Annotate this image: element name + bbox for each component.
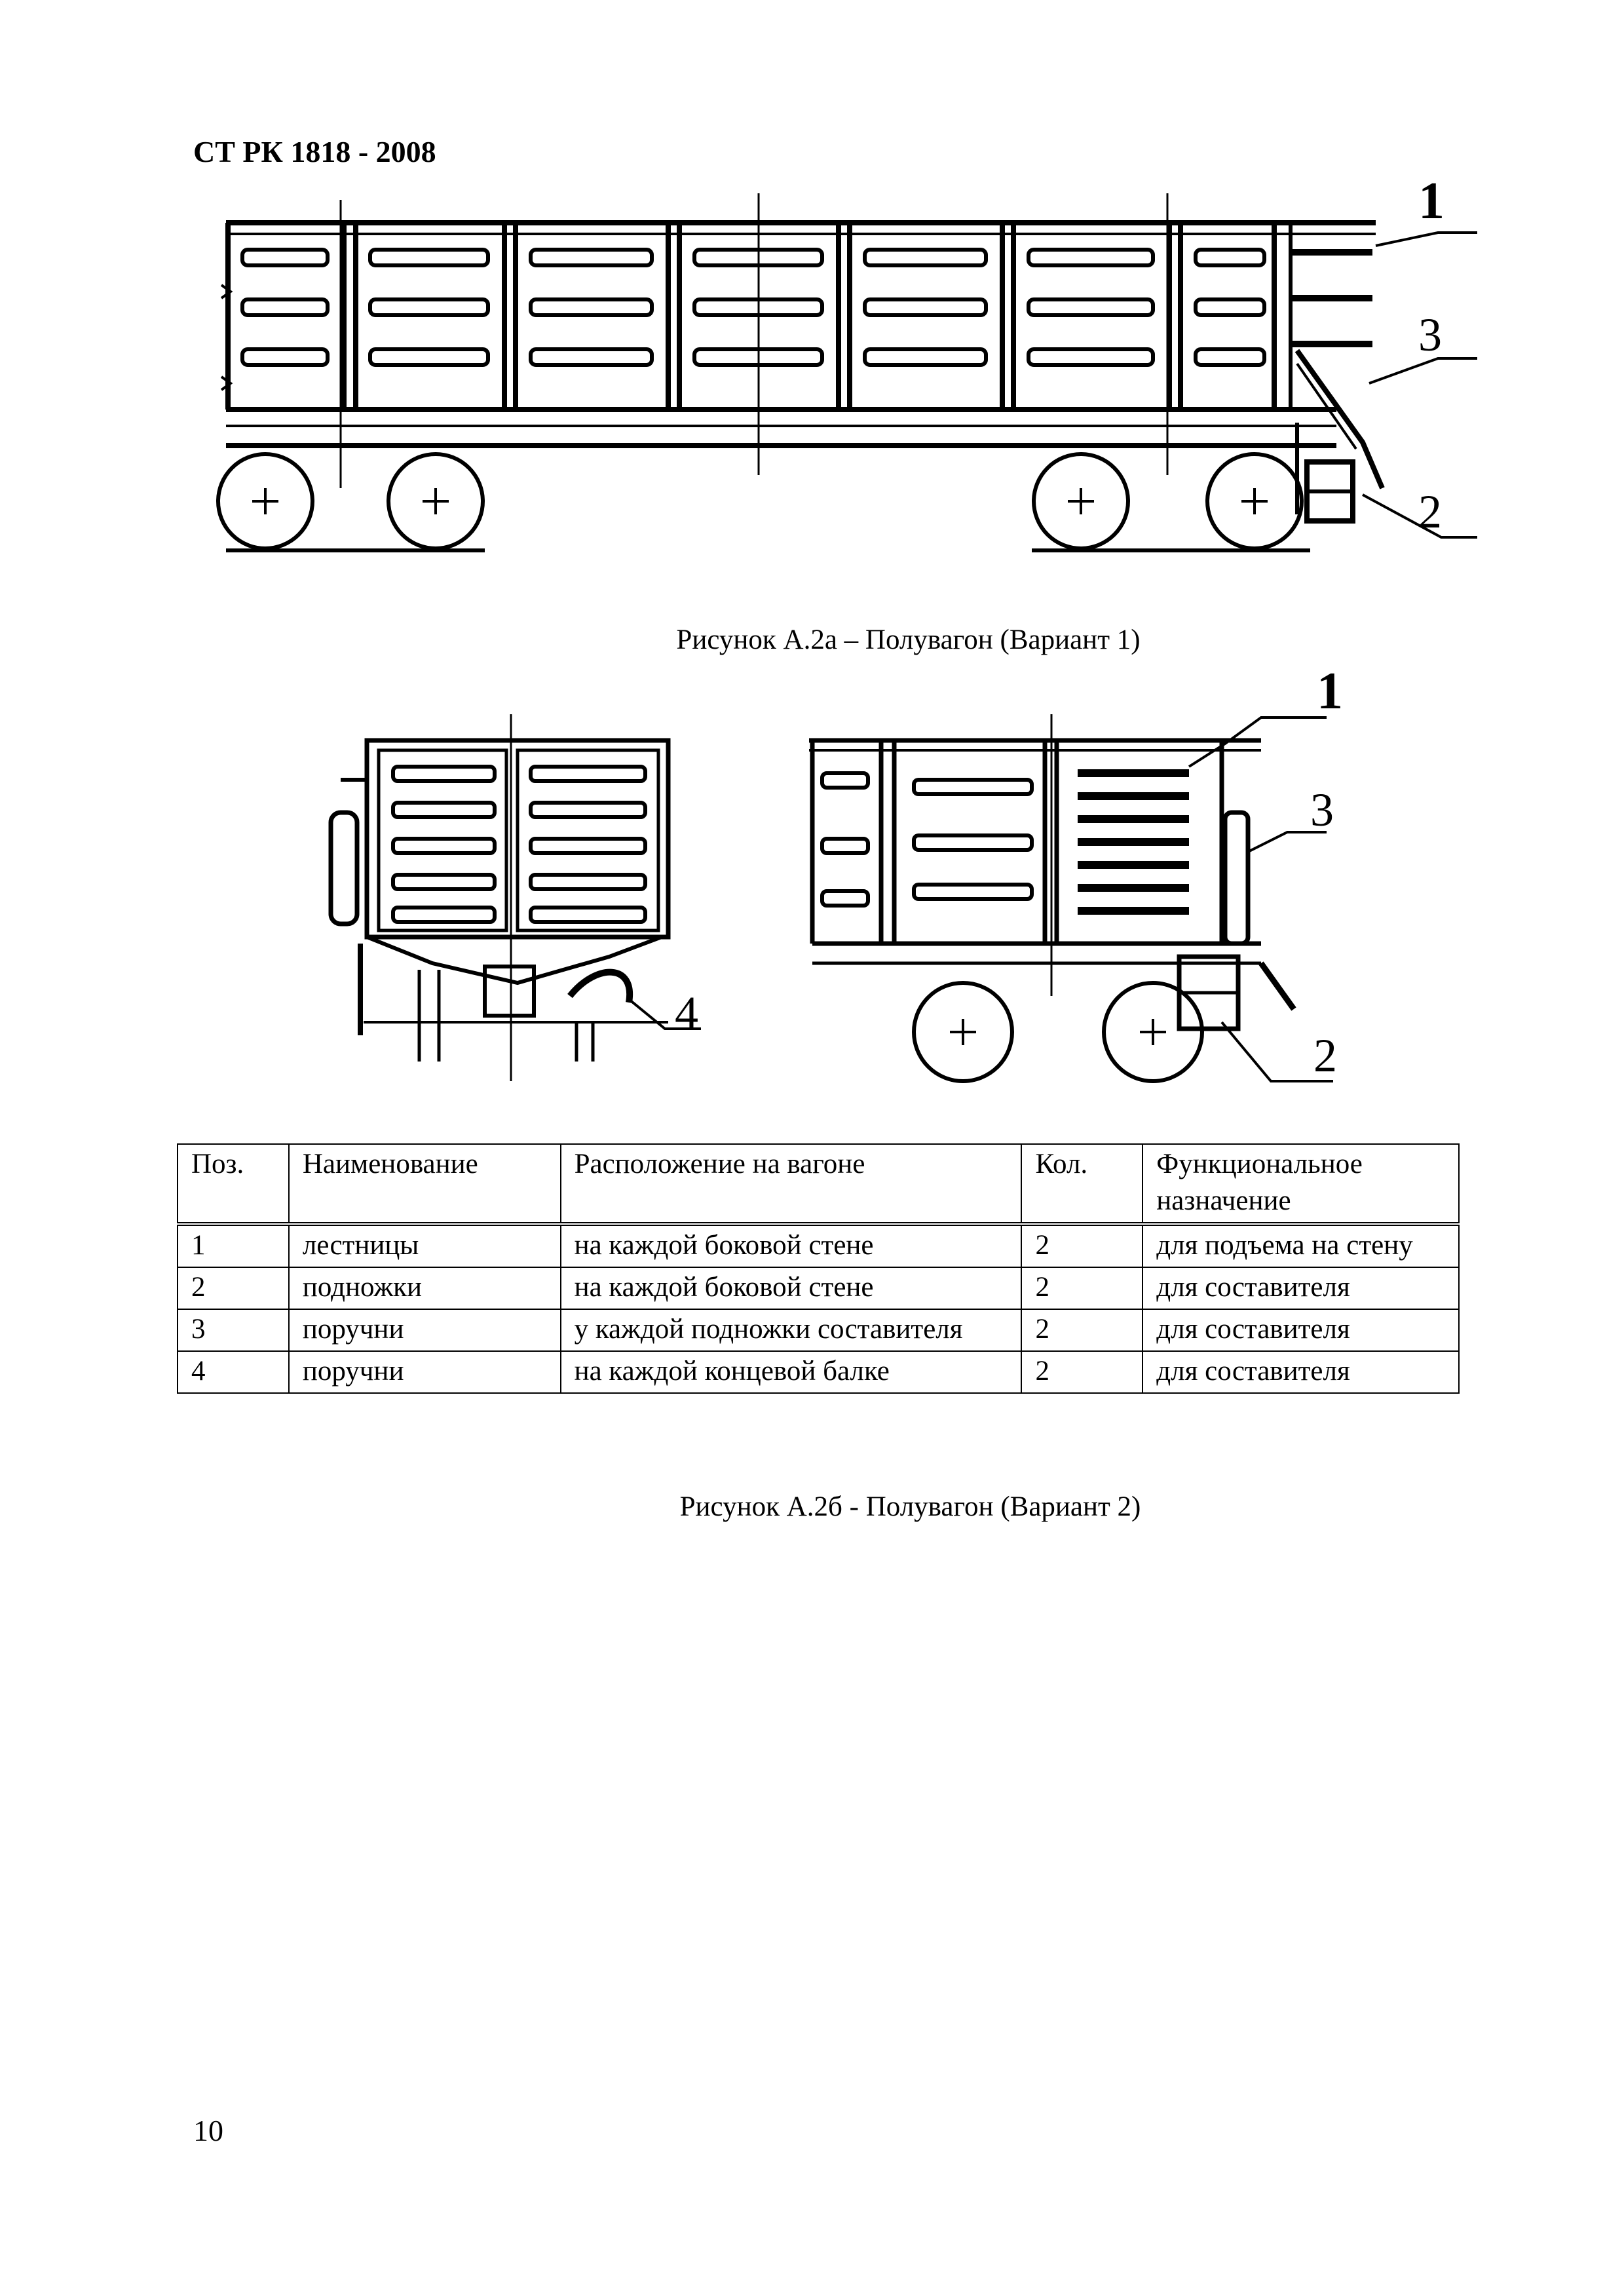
- cell-qty: 2: [1021, 1267, 1144, 1310]
- gondola-side-view-drawing: [216, 193, 1477, 552]
- figure-b-caption: Рисунок А.2б - Полувагон (Вариант 2): [679, 1491, 1141, 1522]
- cell-name: лестницы: [288, 1223, 561, 1268]
- document-id: СТ РК 1818 - 2008: [193, 135, 436, 168]
- gondola-side-view-variant2-drawing: [809, 714, 1333, 1083]
- table-row: 4 поручни на каждой концевой балке 2 для…: [177, 1350, 1460, 1394]
- cell-purpose: для составителя: [1142, 1350, 1460, 1394]
- cell-pos: 2: [177, 1267, 290, 1310]
- spec-table: Поз. Наименование Расположение на вагоне…: [177, 1143, 1460, 1394]
- cell-location: на каждой боковой стене: [559, 1267, 1023, 1310]
- cell-name: поручни: [288, 1350, 561, 1394]
- cell-location: на каждой боковой стене: [559, 1223, 1023, 1268]
- figure-a-caption: Рисунок А.2а – Полувагон (Вариант 1): [676, 624, 1141, 655]
- cell-name: поручни: [288, 1309, 561, 1352]
- callout-3: 3: [1418, 309, 1442, 361]
- callout-2-b: 2: [1313, 1029, 1337, 1082]
- cell-purpose: для составителя: [1142, 1309, 1460, 1352]
- cell-location: у каждой подножки составителя: [559, 1309, 1023, 1352]
- callout-1: 1: [1418, 172, 1445, 230]
- callout-3-b: 3: [1310, 784, 1334, 836]
- col-header-qty: Кол.: [1021, 1143, 1144, 1226]
- cell-pos: 4: [177, 1350, 290, 1394]
- page-number: 10: [193, 2114, 223, 2147]
- table-row: 3 поручни у каждой подножки составителя …: [177, 1309, 1460, 1352]
- callout-2: 2: [1418, 486, 1442, 538]
- col-header-name: Наименование: [288, 1143, 561, 1226]
- cell-pos: 1: [177, 1223, 290, 1268]
- cell-purpose: для подъема на стену: [1142, 1223, 1460, 1268]
- gondola-end-view-drawing: [328, 714, 701, 1081]
- col-header-location: Расположение на вагоне: [559, 1143, 1023, 1226]
- cell-name: подножки: [288, 1267, 561, 1310]
- cell-pos: 3: [177, 1309, 290, 1352]
- cell-location: на каждой концевой балке: [559, 1350, 1023, 1394]
- table-row: 2 подножки на каждой боковой стене 2 для…: [177, 1267, 1460, 1310]
- cell-qty: 2: [1021, 1350, 1144, 1394]
- table-header-row: Поз. Наименование Расположение на вагоне…: [177, 1143, 1460, 1226]
- cell-purpose: для составителя: [1142, 1267, 1460, 1310]
- col-header-purpose: Функциональное назначение: [1142, 1143, 1460, 1226]
- callout-1-b: 1: [1317, 662, 1343, 720]
- cell-qty: 2: [1021, 1309, 1144, 1352]
- col-header-pos: Поз.: [177, 1143, 290, 1226]
- cell-qty: 2: [1021, 1223, 1144, 1268]
- callout-4: 4: [675, 987, 698, 1039]
- table-row: 1 лестницы на каждой боковой стене 2 для…: [177, 1223, 1460, 1268]
